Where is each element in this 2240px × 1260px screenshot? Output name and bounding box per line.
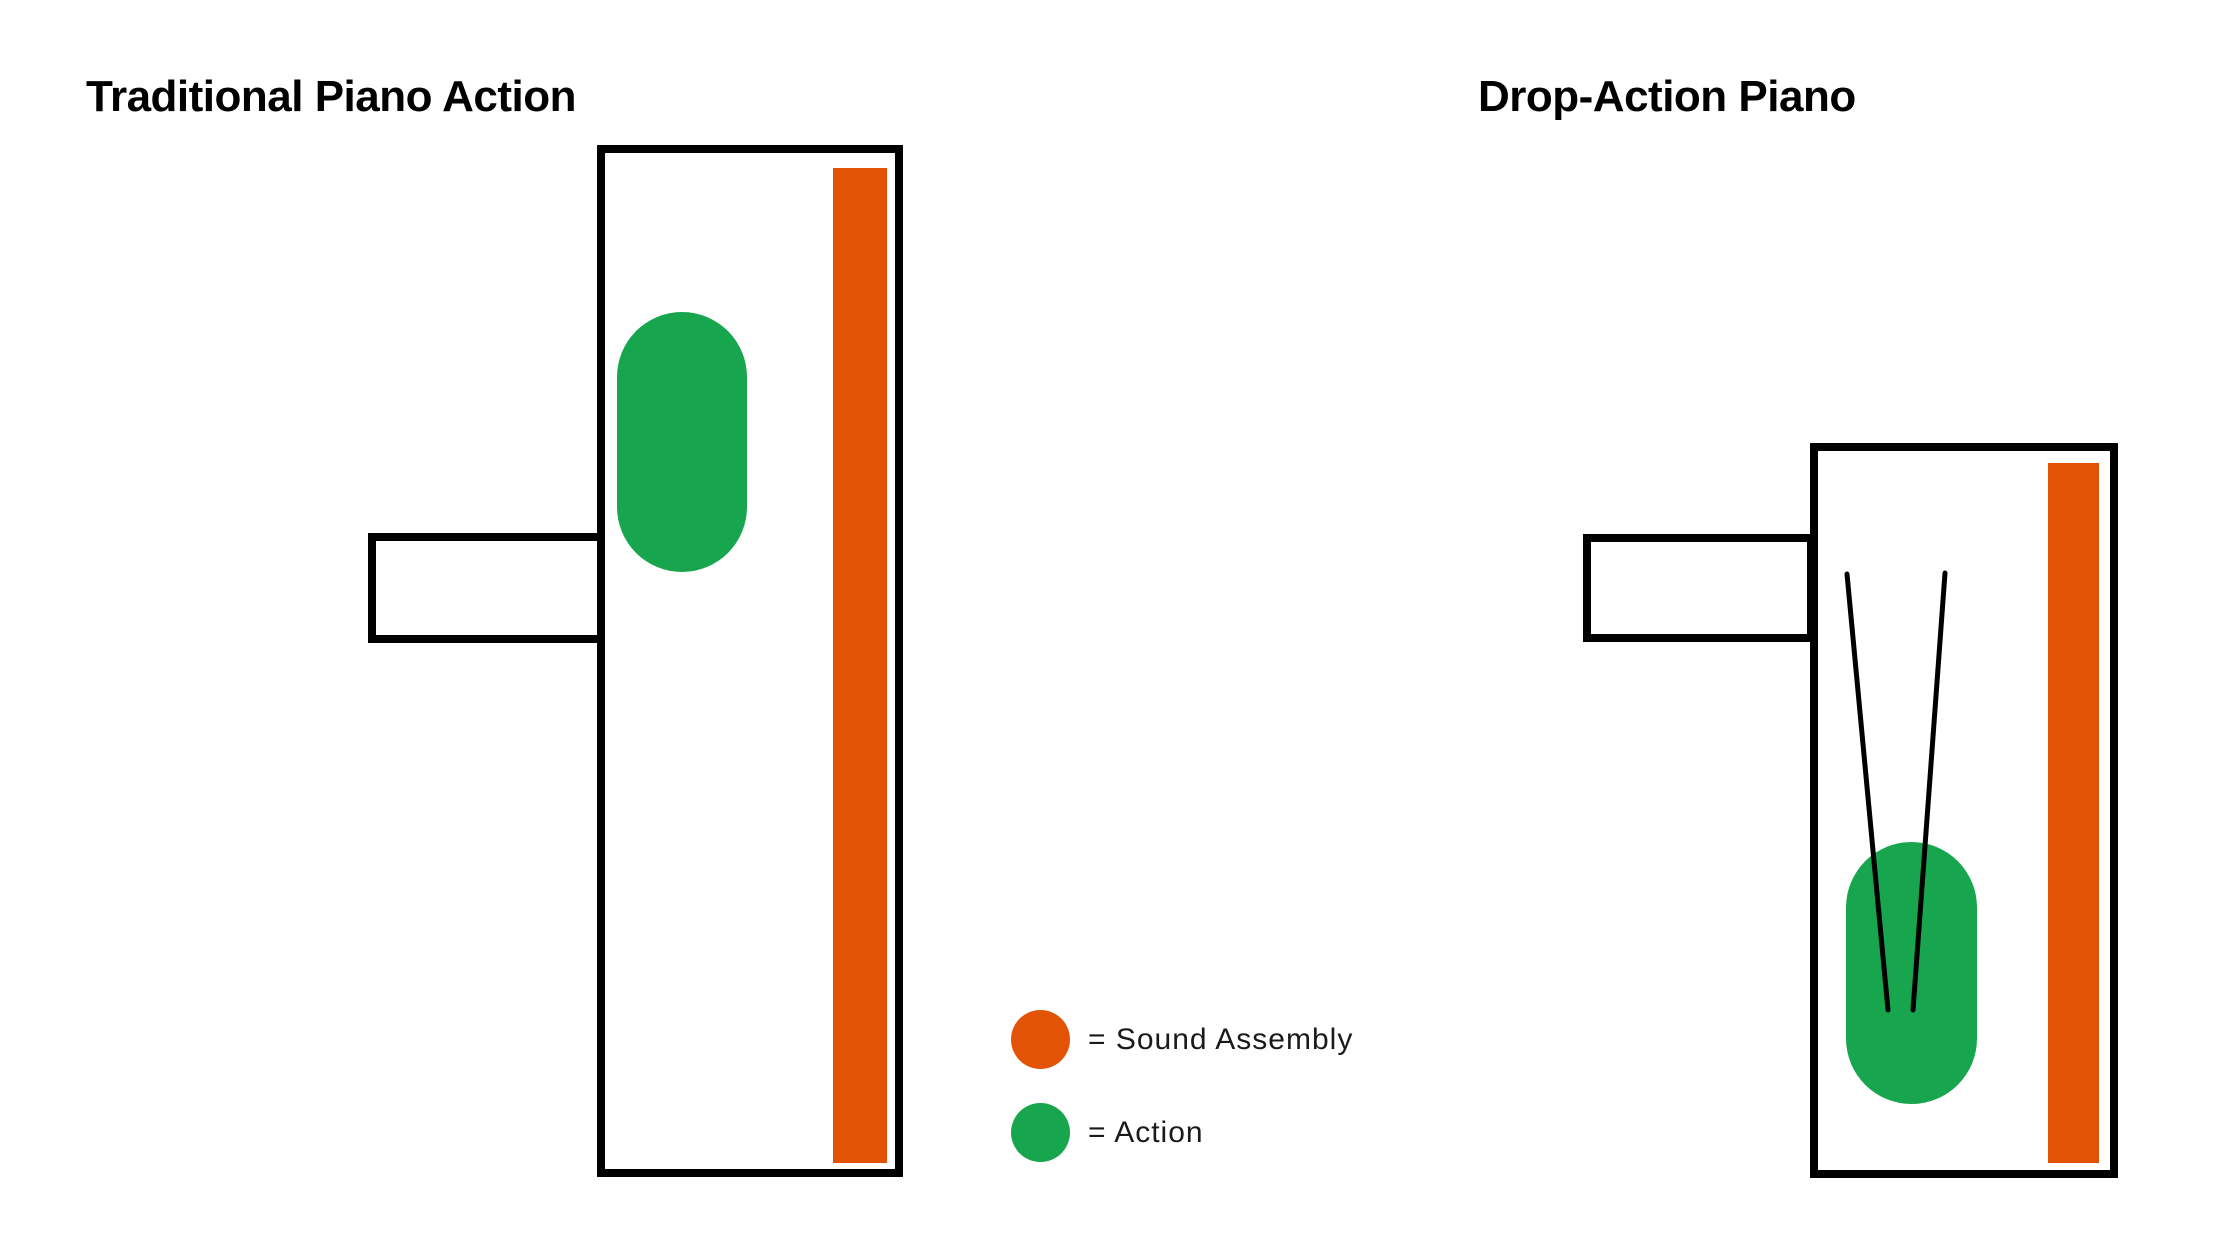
action-swatch-icon — [1011, 1103, 1070, 1162]
action-block — [1846, 842, 1977, 1104]
legend-label: = Sound Assembly — [1088, 1022, 1354, 1056]
linkage-line — [1910, 570, 1948, 1013]
legend-label: = Action — [1088, 1115, 1204, 1149]
traditional-piano-body — [597, 145, 903, 1177]
piano-key — [1583, 534, 1815, 642]
drop-action-piano-body — [1810, 443, 2118, 1178]
action-block — [617, 312, 747, 572]
sound-assembly-swatch-icon — [1011, 1010, 1070, 1069]
piano-key — [368, 533, 605, 643]
legend-item-sound-assembly: = Sound Assembly — [1011, 1010, 1353, 1069]
traditional-piano-title: Traditional Piano Action — [86, 72, 576, 121]
sound-assembly-bar — [833, 168, 887, 1163]
drop-action-piano-title: Drop-Action Piano — [1478, 72, 1856, 121]
legend: = Sound Assembly = Action — [1011, 1010, 1353, 1162]
drop-action-linkage-lines — [1844, 570, 1948, 1013]
linkage-line — [1844, 571, 1891, 1013]
legend-item-action: = Action — [1011, 1103, 1353, 1162]
sound-assembly-bar — [2048, 463, 2099, 1163]
